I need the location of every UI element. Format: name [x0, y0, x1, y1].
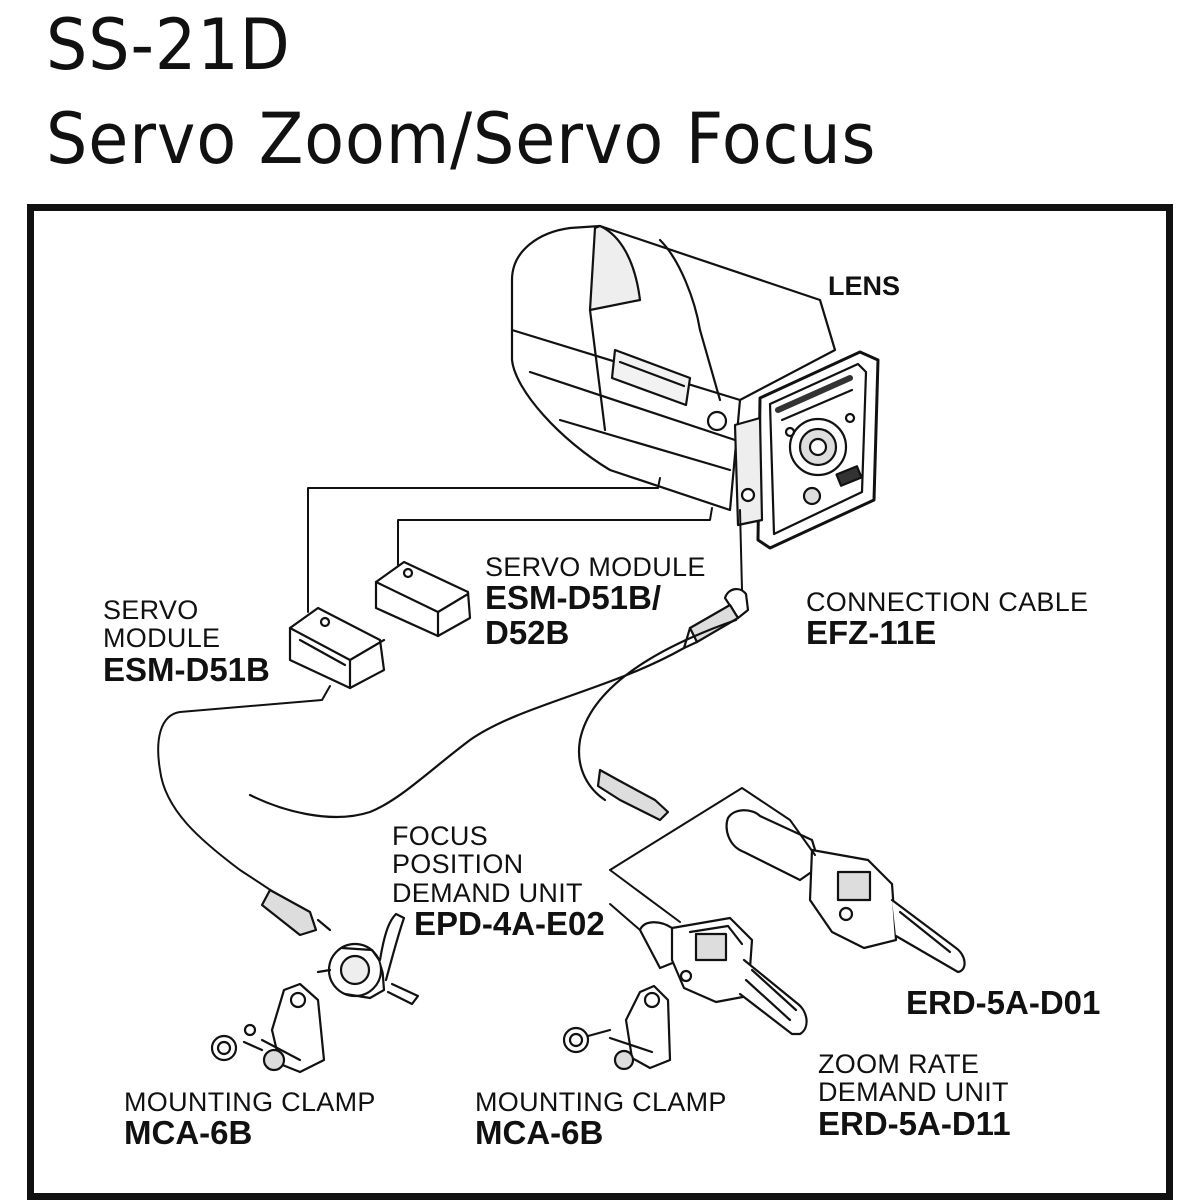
- clamp-left-caption: MOUNTING CLAMP MCA-6B: [124, 1088, 376, 1151]
- connection-cable-caption: CONNECTION CABLE EFZ-11E: [806, 588, 1088, 651]
- servo-module-left-model: ESM-D51B: [103, 650, 270, 688]
- zoom-demand-alt-model: ERD-5A-D01: [906, 984, 1101, 1021]
- clamp-mid-caption: MOUNTING CLAMP MCA-6B: [475, 1088, 727, 1151]
- diagram-frame: [27, 204, 1173, 1200]
- servo-module-left-line1: SERVO: [103, 595, 199, 625]
- focus-demand-line2: POSITION: [392, 849, 524, 880]
- diagram-subtitle: Servo Zoom/Servo Focus: [46, 98, 877, 180]
- connection-cable-label: CONNECTION CABLE: [806, 587, 1089, 617]
- focus-demand-model: EPD-4A-E02: [414, 905, 605, 943]
- connection-cable-model: EFZ-11E: [806, 614, 937, 652]
- focus-demand-line3: DEMAND UNIT: [392, 877, 583, 908]
- servo-module-mid-caption: SERVO MODULE ESM-D51B/ D52B: [485, 553, 706, 651]
- servo-module-mid-drawing: [374, 560, 472, 638]
- servo-module-left-drawing: [288, 606, 386, 690]
- servo-module-left-line2: MODULE: [103, 623, 221, 654]
- clamp-mid-model: MCA-6B: [475, 1114, 604, 1152]
- servo-module-mid-model-2: D52B: [485, 613, 570, 651]
- zoom-demand-line1: ZOOM RATE: [818, 1049, 980, 1079]
- zoom-demand-caption: ZOOM RATE DEMAND UNIT ERD-5A-D11: [818, 1050, 1011, 1141]
- clamp-mid-label: MOUNTING CLAMP: [475, 1087, 727, 1117]
- clamp-mid-drawing: [562, 984, 672, 1071]
- connection-cable-drawing: [248, 588, 750, 819]
- zoom-demand-line2: DEMAND UNIT: [818, 1077, 1009, 1108]
- focus-demand-caption: FOCUS POSITION DEMAND UNIT EPD-4A-E02: [392, 822, 605, 942]
- diagram-model-title: SS-21D: [46, 4, 291, 86]
- zoom-demand-model: ERD-5A-D11: [818, 1104, 1011, 1142]
- clamp-left-drawing: [210, 982, 326, 1074]
- lens-label: LENS: [828, 271, 901, 301]
- lens-drawing: [510, 224, 880, 550]
- focus-demand-line1: FOCUS: [392, 821, 488, 851]
- zoom-demand-front-drawing: [638, 916, 808, 1036]
- servo-module-left-caption: SERVO MODULE ESM-D51B: [103, 596, 270, 687]
- clamp-left-label: MOUNTING CLAMP: [124, 1087, 376, 1117]
- focus-demand-unit-drawing: [316, 912, 420, 1006]
- clamp-left-model: MCA-6B: [124, 1114, 253, 1152]
- zoom-demand-back-drawing: [725, 809, 966, 974]
- servo-module-mid-model-1: ESM-D51B/: [485, 579, 662, 617]
- servo-module-mid-line1: SERVO MODULE: [485, 552, 706, 582]
